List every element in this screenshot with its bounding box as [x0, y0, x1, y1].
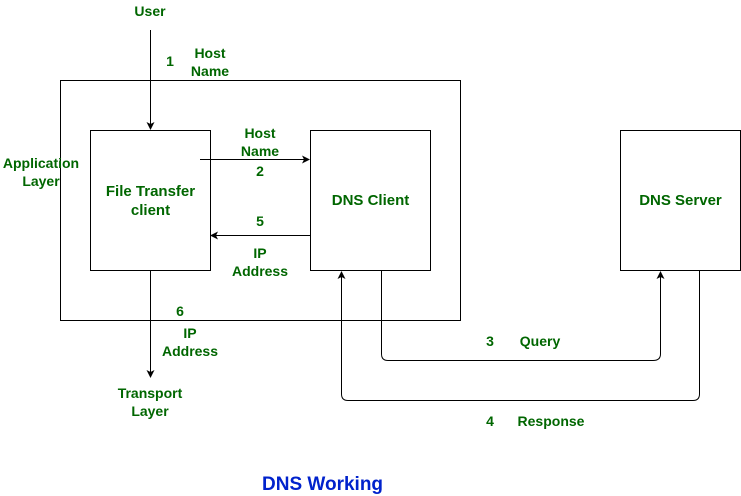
application-layer-line-1: Application	[2, 155, 80, 171]
edge-5-label-line-2: Address	[231, 263, 289, 279]
edge-1-label-line-1: Host	[194, 45, 226, 61]
dns-server-label: DNS Server	[639, 192, 722, 209]
dns-client-node	[310, 130, 431, 271]
edge-1-label-line-2: Name	[190, 63, 230, 79]
edge-5-step: 5	[256, 213, 264, 229]
file-transfer-client-line-1: File Transfer	[105, 182, 196, 200]
file-transfer-client-node	[90, 130, 211, 271]
edge-3-step: 3	[486, 333, 494, 349]
transport-layer-line-1: Transport	[117, 385, 183, 401]
edge-4-label: Response	[517, 413, 585, 429]
edge-5-label: IP Address	[225, 244, 295, 280]
edge-6-step: 6	[176, 303, 184, 319]
edge-6-label-line-2: Address	[161, 343, 219, 359]
user-label: User	[134, 3, 166, 19]
edge-4-arrow	[337, 270, 700, 401]
file-transfer-client-label: File Transfer client	[90, 130, 211, 271]
edge-2-step: 2	[256, 163, 264, 179]
transport-layer-line-2: Layer	[131, 403, 169, 419]
edge-5-label-line-1: IP	[253, 245, 267, 261]
application-layer-line-2: Layer	[22, 173, 60, 189]
edge-3-arrow	[381, 270, 665, 361]
transport-layer-label: Transport Layer	[105, 384, 195, 420]
edge-2-label: Host Name	[230, 124, 290, 160]
edge-2-label-line-2: Name	[240, 143, 280, 159]
edge-1-label: Host Name	[180, 44, 240, 80]
edge-1-step: 1	[166, 53, 174, 69]
edge-3-label: Query	[519, 333, 561, 349]
edge-4-step: 4	[486, 413, 494, 429]
edge-6-label-line-1: IP	[183, 325, 197, 341]
file-transfer-client-line-2: client	[130, 201, 171, 219]
edge-2-label-line-1: Host	[244, 125, 276, 141]
dns-client-label: DNS Client	[331, 192, 410, 209]
edge-6-label: IP Address	[155, 324, 225, 360]
application-layer-label: Application Layer	[0, 154, 82, 190]
diagram-title: DNS Working	[262, 474, 384, 495]
application-layer-box	[60, 80, 461, 321]
